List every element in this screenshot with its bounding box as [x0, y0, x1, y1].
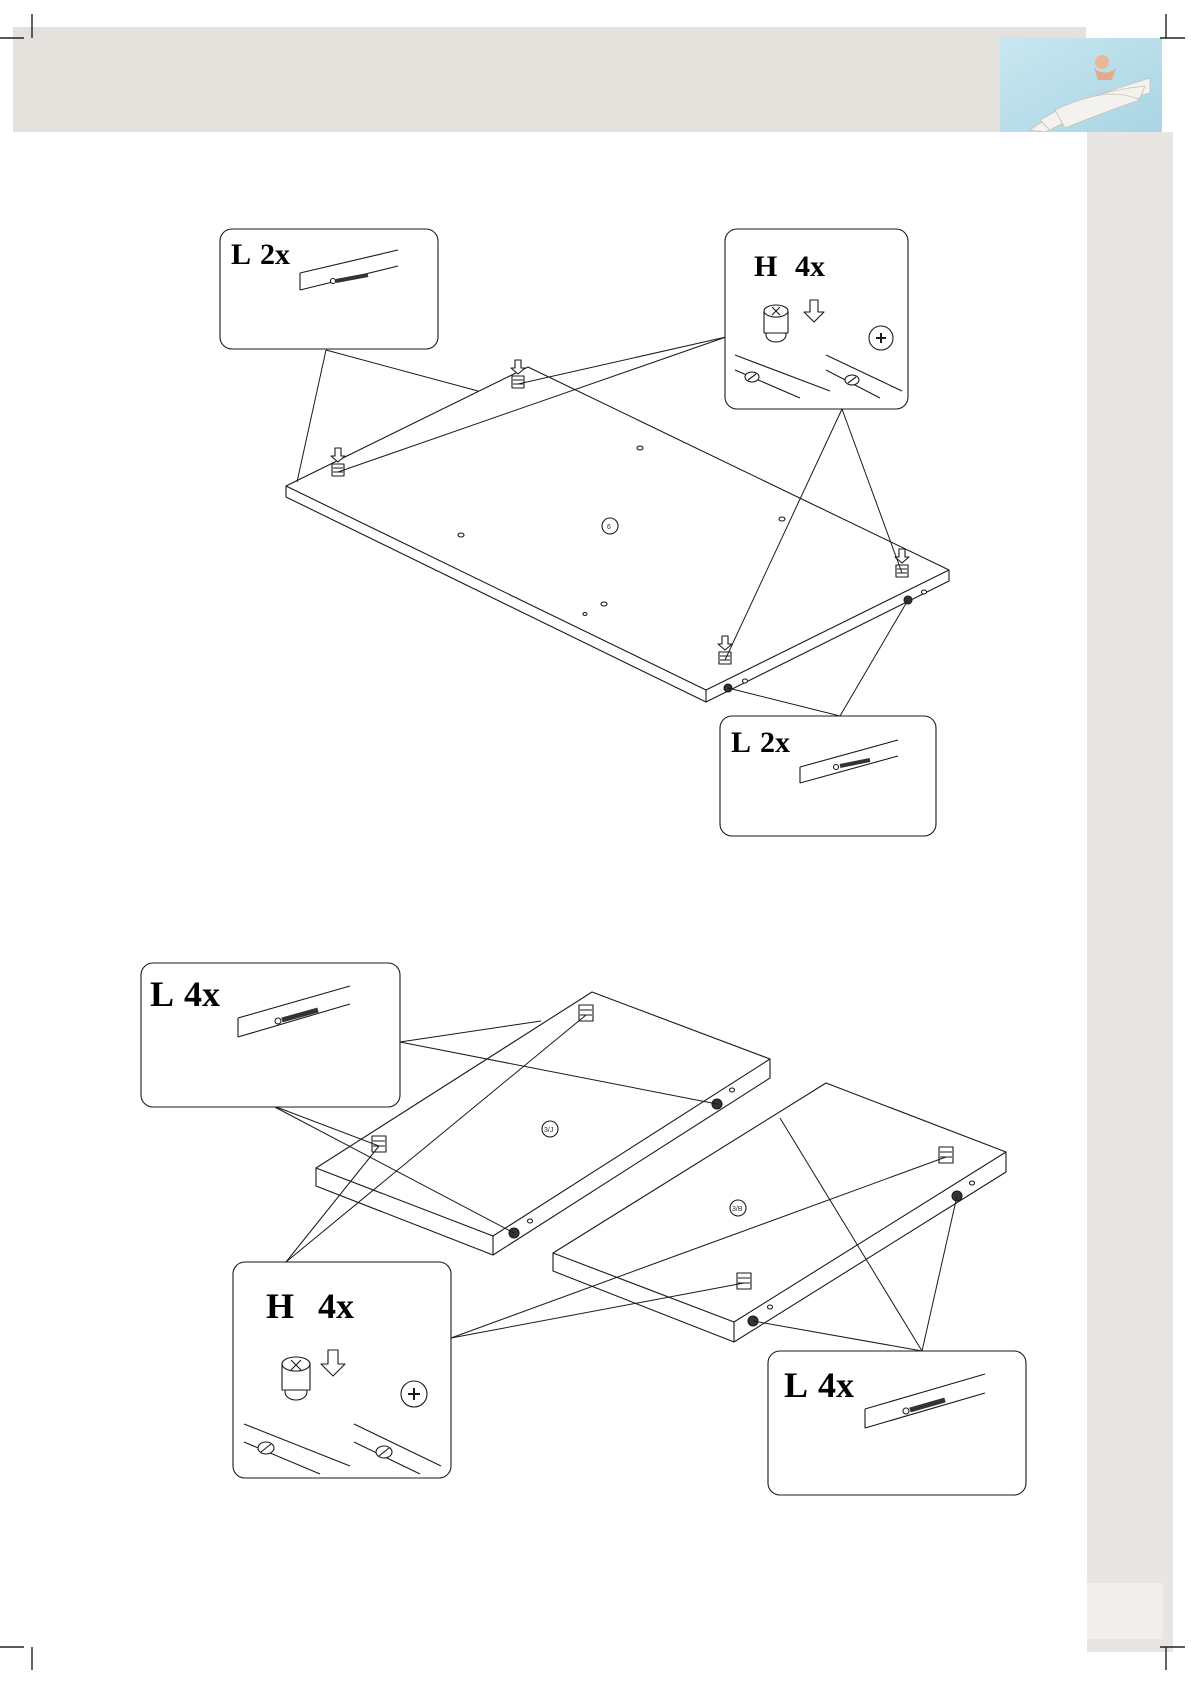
step2-bottom-right-callout-letter: L [784, 1365, 808, 1405]
step2-bottom-left-callout-qty: 4x [318, 1286, 354, 1326]
step2-bottom-left-callout-letter: H [266, 1286, 294, 1326]
step2-bottom-right-callout-qty: 4x [818, 1365, 854, 1405]
top-left-callout-letter: L [231, 238, 251, 271]
top-right-callout-qty: 4x [795, 250, 825, 283]
panel-3b-label: 3/B [732, 1206, 743, 1213]
bottom-right-callout-qty: 2x [760, 726, 790, 759]
callout-top-left [220, 229, 438, 349]
top-board [286, 367, 949, 702]
step2-top-left-callout-qty: 4x [184, 974, 220, 1014]
panel-6-label: 6 [607, 524, 611, 531]
panel-3j-label: 3/J [544, 1127, 553, 1134]
top-left-callout-qty: 2x [260, 238, 290, 271]
step2-top-left-callout-letter: L [150, 974, 174, 1014]
callout-bottom-step-top-left [141, 963, 400, 1107]
bottom-right-callout-letter: L [731, 726, 751, 759]
callout-bottom-right [720, 716, 936, 836]
top-right-callout-letter: H [754, 250, 777, 283]
